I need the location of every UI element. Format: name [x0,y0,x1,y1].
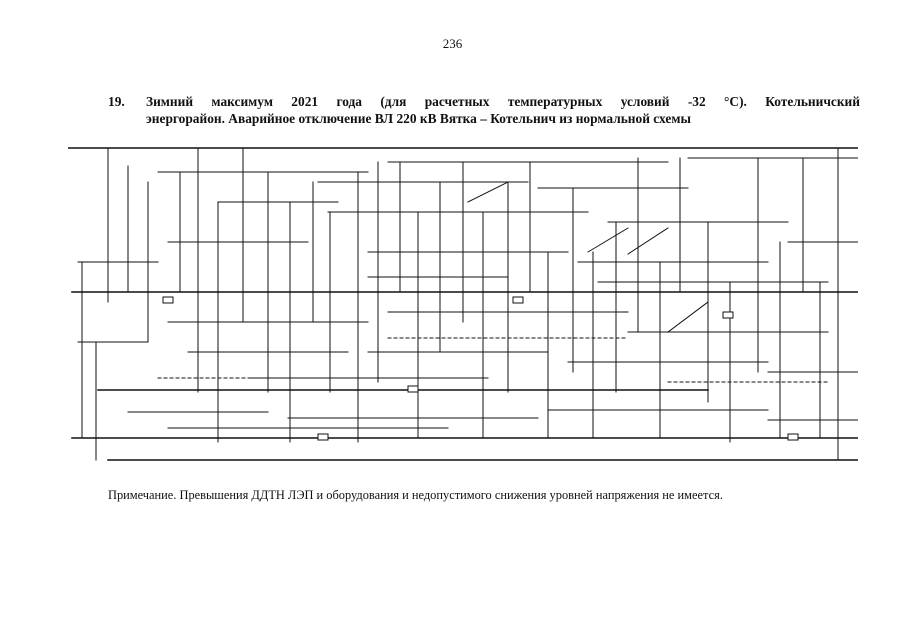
section-number: 19. [108,94,125,109]
schematic-dashed-links [157,337,829,383]
power-grid-schematic [68,147,858,461]
schematic-secondary-busbars [77,157,858,429]
section-heading: 19. Зимний максимум 2021 года (для расче… [108,93,860,127]
schematic-diagonal-links [467,181,709,333]
heading-line-1: Зимний максимум 2021 года (для расчетных… [146,94,860,109]
note-text: Примечание. Превышения ДДТН ЛЭП и оборуд… [108,488,723,502]
schematic-feeder-lines [81,147,839,461]
schematic-main-busbars [68,147,858,461]
heading-line-2: энергорайон. Аварийное отключение ВЛ 220… [146,111,691,126]
page-number: 236 [442,36,463,51]
schematic-breakers [162,296,799,441]
